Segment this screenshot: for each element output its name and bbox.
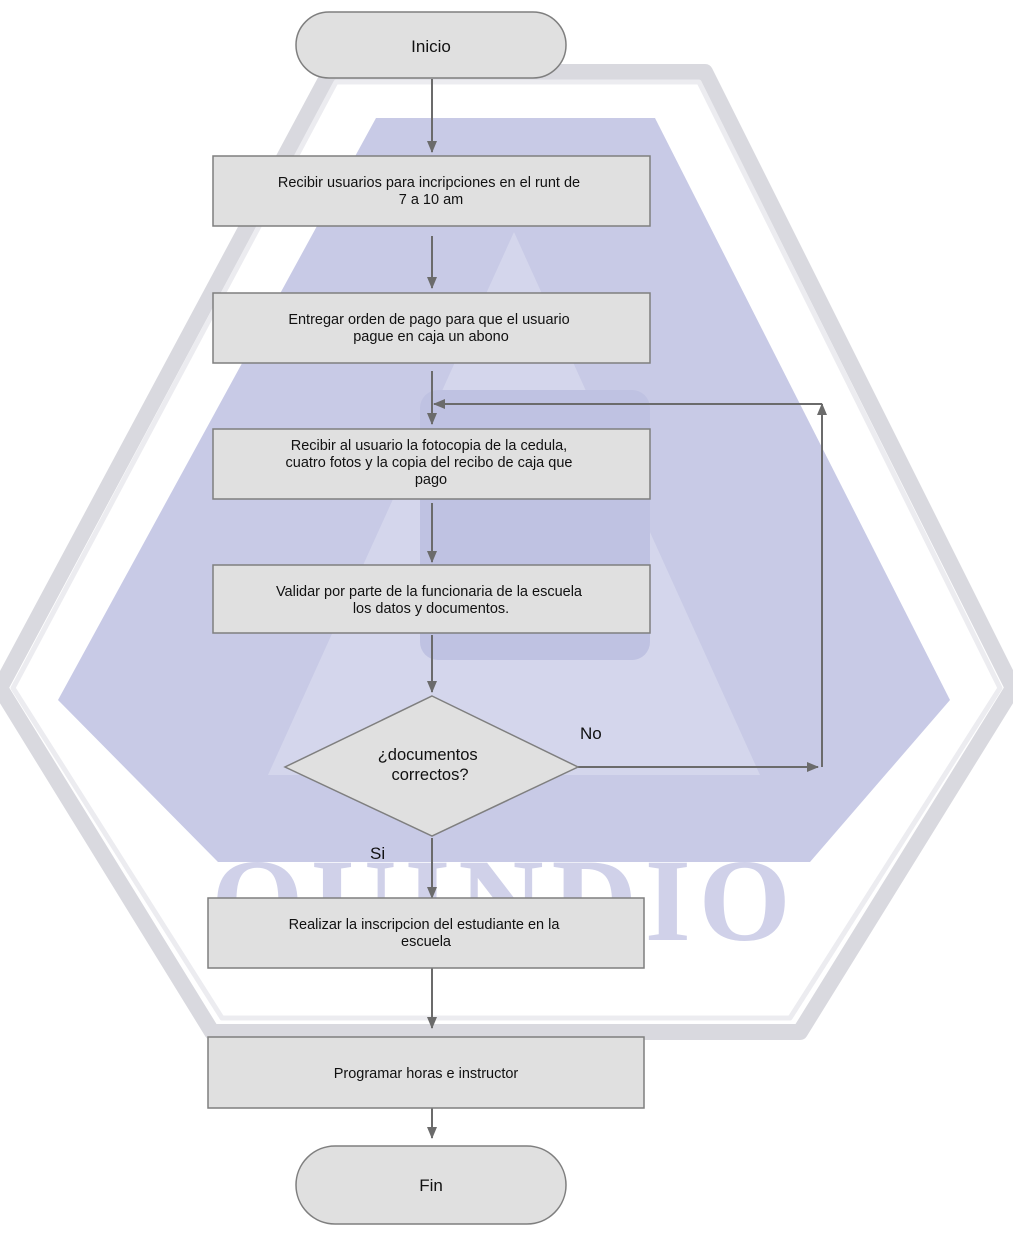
node-programar: Programar horas e instructor [207, 1036, 645, 1109]
node-entregar-orden-text: Entregar orden de pago para que el usuar… [288, 312, 573, 345]
nodes-layer: Inicio Recibir usuarios para incripcione… [207, 11, 651, 1225]
node-inicio-text: Inicio [411, 37, 451, 56]
node-decision: ¿documentos correctos? [283, 695, 580, 837]
edges-layer [427, 79, 827, 1139]
node-validar-text: Validar por parte de la funcionaria de l… [276, 584, 586, 617]
node-inicio-line-1: Inicio [411, 37, 451, 56]
process-shape [212, 292, 651, 364]
node-validar: Validar por parte de la funcionaria de l… [212, 564, 651, 634]
node-inscripcion-line-1: Realizar la inscripcion del estudiante e… [289, 917, 561, 933]
node-fin: Fin [295, 1145, 567, 1225]
terminal-shape [295, 1145, 567, 1225]
process-shape [212, 155, 651, 227]
node-decision-line-2: correctos? [391, 766, 468, 784]
node-entregar-orden: Entregar orden de pago para que el usuar… [212, 292, 651, 364]
node-recibir-documentos-line-3: pago [415, 472, 447, 488]
node-validar-line-2: los datos y documentos. [353, 601, 509, 617]
process-shape [207, 897, 645, 969]
edge-label-no: No [580, 724, 602, 743]
node-validar-line-1: Validar por parte de la funcionaria de l… [276, 584, 583, 600]
node-programar-line-1: Programar horas e instructor [334, 1066, 519, 1082]
node-programar-text: Programar horas e instructor [334, 1066, 519, 1082]
node-recibir-documentos-line-2: cuatro fotos y la copia del recibo de ca… [286, 455, 573, 471]
node-inicio: Inicio [295, 11, 567, 79]
terminal-shape [295, 11, 567, 79]
node-entregar-orden-line-2: pague en caja un abono [353, 329, 509, 345]
node-fin-line-1: Fin [419, 1176, 443, 1195]
node-inscripcion-line-2: escuela [401, 934, 452, 950]
node-entregar-orden-line-1: Entregar orden de pago para que el usuar… [288, 312, 569, 328]
node-recibir-usuarios-line-2: 7 a 10 am [399, 192, 464, 208]
node-recibir-documentos: Recibir al usuario la fotocopia de la ce… [212, 428, 651, 500]
watermark-hexagon-outer [0, 64, 1013, 1040]
node-recibir-documentos-text: Recibir al usuario la fotocopia de la ce… [286, 438, 577, 488]
process-shape [212, 428, 651, 500]
node-recibir-usuarios-line-1: Recibir usuarios para incripciones en el… [278, 175, 580, 191]
decision-shape [283, 695, 580, 837]
node-fin-text: Fin [419, 1176, 443, 1195]
node-inscripcion-text: Realizar la inscripcion del estudiante e… [289, 917, 564, 950]
process-shape [212, 564, 651, 634]
node-recibir-usuarios: Recibir usuarios para incripciones en el… [212, 155, 651, 227]
node-recibir-documentos-line-1: Recibir al usuario la fotocopia de la ce… [291, 438, 567, 454]
node-inscripcion: Realizar la inscripcion del estudiante e… [207, 897, 645, 969]
watermark-hexagon-inner [10, 79, 1003, 1021]
edge-labels-layer: No Si [370, 724, 602, 863]
node-recibir-usuarios-text: Recibir usuarios para incripciones en el… [278, 175, 584, 208]
process-shape [207, 1036, 645, 1109]
node-decision-line-1: ¿documentos [378, 746, 478, 764]
edge-label-si: Si [370, 844, 385, 863]
node-decision-text: ¿documentos correctos? [378, 746, 483, 784]
